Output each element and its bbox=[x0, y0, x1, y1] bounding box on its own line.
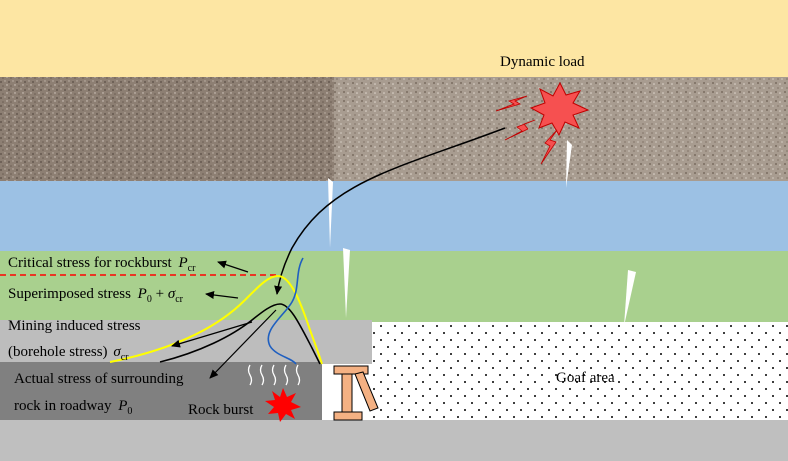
floor-layer bbox=[0, 420, 788, 461]
burst-wave-lines bbox=[247, 364, 301, 386]
rock-layer-left bbox=[0, 77, 334, 181]
label-arrow bbox=[217, 260, 249, 273]
mining-stress-label-line1: Mining induced stress bbox=[8, 318, 141, 334]
dynamic-load-label: Dynamic load bbox=[500, 54, 585, 70]
critical-stress-label: Critical stress for rockburst Pcr bbox=[8, 255, 196, 274]
fracture bbox=[343, 248, 350, 318]
burst-star-icon bbox=[265, 388, 301, 422]
fracture bbox=[566, 140, 572, 188]
water-layer bbox=[0, 181, 788, 251]
goaf-dots bbox=[372, 322, 788, 420]
fracture bbox=[624, 270, 636, 326]
explosion-icon bbox=[529, 81, 590, 137]
rock-burst-label: Rock burst bbox=[188, 402, 254, 418]
actual-stress-label-line1: Actual stress of surrounding bbox=[14, 371, 184, 387]
fracture bbox=[328, 178, 333, 248]
mining-induced-curve bbox=[159, 303, 321, 365]
hydraulic-support-icon bbox=[333, 365, 379, 421]
lightning-icon bbox=[495, 95, 528, 112]
lightning-icon bbox=[540, 129, 558, 165]
goaf-area-label: Goaf area bbox=[556, 370, 615, 386]
lightning-icon bbox=[504, 119, 536, 141]
borehole-stress-curve bbox=[267, 257, 304, 365]
dynamic-load-arrow bbox=[274, 127, 506, 295]
label-arrow bbox=[209, 309, 277, 379]
label-arrow bbox=[205, 291, 239, 299]
superimposed-stress-label: Superimposed stress P0 + σcr bbox=[8, 286, 184, 305]
actual-stress-label-line2: rock in roadway P0 bbox=[14, 398, 132, 417]
label-arrow bbox=[171, 321, 253, 348]
superimposed-stress-curve bbox=[109, 274, 323, 365]
mining-stress-label-line2: (borehole stress) σcr bbox=[8, 344, 129, 363]
roadway bbox=[0, 362, 322, 422]
green-layer bbox=[0, 251, 788, 325]
top-layer bbox=[0, 0, 788, 78]
